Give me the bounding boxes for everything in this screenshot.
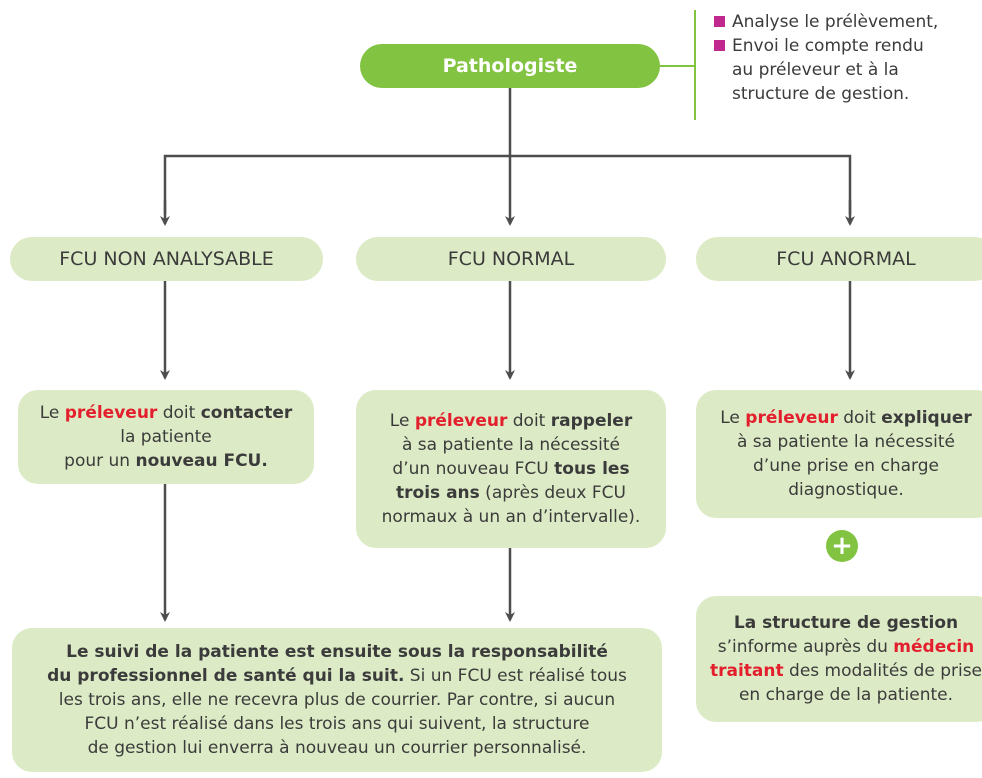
text-line: à sa patiente la nécessité — [736, 432, 955, 452]
text-line: diagnostique. — [788, 480, 904, 500]
branch-bar — [163, 154, 852, 214]
box-normal-action: Le préleveur doit rappeler à sa patiente… — [356, 390, 666, 548]
text-line: en charge de la patiente. — [738, 685, 954, 705]
text-line: de gestion lui enverra à nouveau un cour… — [87, 738, 587, 758]
task-item-envoi: Envoi le compte rendu au préleveur et à … — [712, 34, 982, 106]
box-non-analysable-action: Le préleveur doit contacter la patiente … — [18, 390, 314, 484]
task-line: au préleveur et à la — [732, 60, 899, 80]
role-preleveur: préleveur — [414, 411, 508, 431]
role-preleveur: préleveur — [745, 408, 838, 428]
text-line: d’une prise en charge — [753, 456, 939, 476]
text-line: Le suivi de la patiente est ensuite sous… — [66, 642, 608, 662]
plus-icon: + — [826, 530, 858, 562]
text-line: les trois ans, elle ne recevra plus de c… — [58, 690, 616, 710]
role-medecin: médecin — [893, 637, 975, 657]
text-line: s’informe auprès du médecin — [717, 637, 975, 657]
pathologiste-node: Pathologiste — [360, 44, 660, 88]
text-line: FCU n’est réalisé dans les trois ans qui… — [84, 714, 590, 734]
text-line: pour un nouveau FCU. — [64, 451, 268, 471]
bullet-square-icon — [714, 16, 725, 27]
role-preleveur: préleveur — [64, 403, 158, 423]
pathologiste-tasks: Analyse le prélèvement, Envoi le compte … — [712, 10, 982, 106]
task-line: Analyse le prélèvement, — [732, 12, 939, 32]
category-label: FCU NON ANALYSABLE — [59, 248, 274, 270]
box-anormal-action: Le préleveur doit expliquer à sa patient… — [696, 390, 982, 518]
text-line: d’un nouveau FCU tous les — [392, 459, 630, 479]
box-suivi-patiente: Le suivi de la patiente est ensuite sous… — [12, 628, 662, 772]
task-line: structure de gestion. — [732, 84, 910, 104]
text-line: Le préleveur doit rappeler — [389, 411, 633, 431]
category-fcu-anormal: FCU ANORMAL — [696, 237, 982, 281]
text-line: traitant des modalités de prise — [709, 661, 982, 681]
text-line: à sa patiente la nécessité — [401, 435, 620, 455]
task-item-analyse: Analyse le prélèvement, — [712, 10, 982, 34]
text-line: trois ans (après deux FCU — [396, 483, 626, 503]
box-structure-gestion: La structure de gestion s’informe auprès… — [696, 596, 982, 722]
role-traitant: traitant — [709, 661, 784, 681]
category-label: FCU NORMAL — [447, 248, 575, 270]
text-line: normaux à un an d’intervalle). — [381, 507, 641, 527]
text-line: du professionnel de santé qui la suit. S… — [47, 666, 627, 686]
task-line: Envoi le compte rendu — [732, 36, 924, 56]
pathologiste-label: Pathologiste — [442, 55, 578, 77]
text-line: Le préleveur doit expliquer — [720, 408, 972, 428]
text-line: la patiente — [120, 427, 212, 447]
category-label: FCU ANORMAL — [776, 248, 916, 270]
category-fcu-normal: FCU NORMAL — [356, 237, 666, 281]
bullet-square-icon — [714, 40, 725, 51]
text-line: Le préleveur doit contacter — [39, 403, 293, 423]
text-line: La structure de gestion — [733, 613, 959, 633]
category-fcu-non-analysable: FCU NON ANALYSABLE — [10, 237, 323, 281]
